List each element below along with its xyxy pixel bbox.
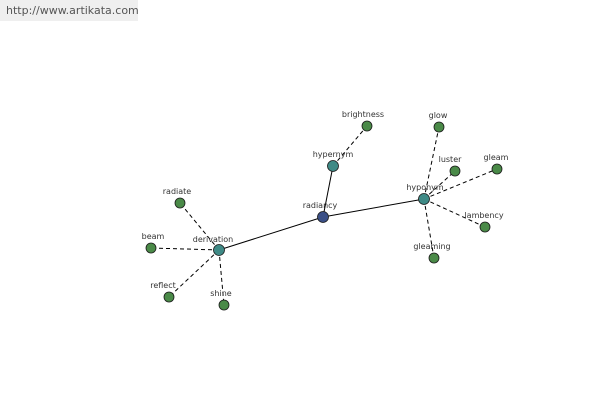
edge-hyponym-gleaming: [423, 198, 435, 259]
node-hyponym[interactable]: [418, 193, 430, 205]
edge-derivation-beam: [150, 247, 220, 251]
node-label-reflect: reflect: [150, 281, 176, 290]
node-radiate[interactable]: [174, 197, 186, 209]
node-glow[interactable]: [433, 121, 445, 133]
node-label-hyponym: hyponym: [406, 183, 444, 192]
node-label-luster: luster: [439, 155, 463, 164]
node-brightness[interactable]: [361, 120, 373, 132]
edge-hyponym-gleam: [423, 168, 498, 200]
node-label-gleaming: gleaming: [413, 242, 450, 251]
edge-hyponym-glow: [423, 126, 440, 200]
node-beam[interactable]: [145, 242, 157, 254]
graph-labels: radiancy derivation hypernym hyponym brightn…: [142, 110, 509, 298]
node-gleam[interactable]: [491, 163, 503, 175]
node-gleaming[interactable]: [428, 252, 440, 264]
edge-radiancy-hypernym: [322, 165, 334, 218]
edge-derivation-radiate: [179, 202, 220, 251]
node-radiancy[interactable]: [317, 211, 329, 223]
node-luster[interactable]: [449, 165, 461, 177]
edge-hypernym-brightness: [332, 125, 368, 167]
node-label-glow: glow: [429, 111, 448, 120]
node-hypernym[interactable]: [327, 160, 339, 172]
node-reflect[interactable]: [163, 291, 175, 303]
node-label-beam: beam: [142, 232, 165, 241]
graph-nodes: [145, 120, 503, 311]
graph-edges: [150, 125, 498, 306]
node-label-radiancy: radiancy: [303, 201, 338, 210]
node-label-hypernym: hypernym: [313, 150, 354, 159]
site-url-bar: http://www.artikata.com: [0, 0, 139, 21]
node-label-derivation: derivation: [193, 235, 233, 244]
edge-radiancy-derivation: [218, 216, 324, 251]
node-derivation[interactable]: [213, 244, 225, 256]
node-lambency[interactable]: [479, 221, 491, 233]
edge-radiancy-hyponym: [322, 198, 425, 218]
node-shine[interactable]: [218, 299, 230, 311]
edge-derivation-reflect: [168, 249, 220, 298]
edge-derivation-shine: [218, 249, 225, 306]
node-label-gleam: gleam: [484, 153, 509, 162]
node-label-shine: shine: [210, 289, 232, 298]
node-label-radiate: radiate: [163, 187, 192, 196]
node-label-lambency: lambency: [464, 211, 503, 220]
node-label-brightness: brightness: [342, 110, 384, 119]
site-url[interactable]: http://www.artikata.com: [6, 4, 139, 17]
